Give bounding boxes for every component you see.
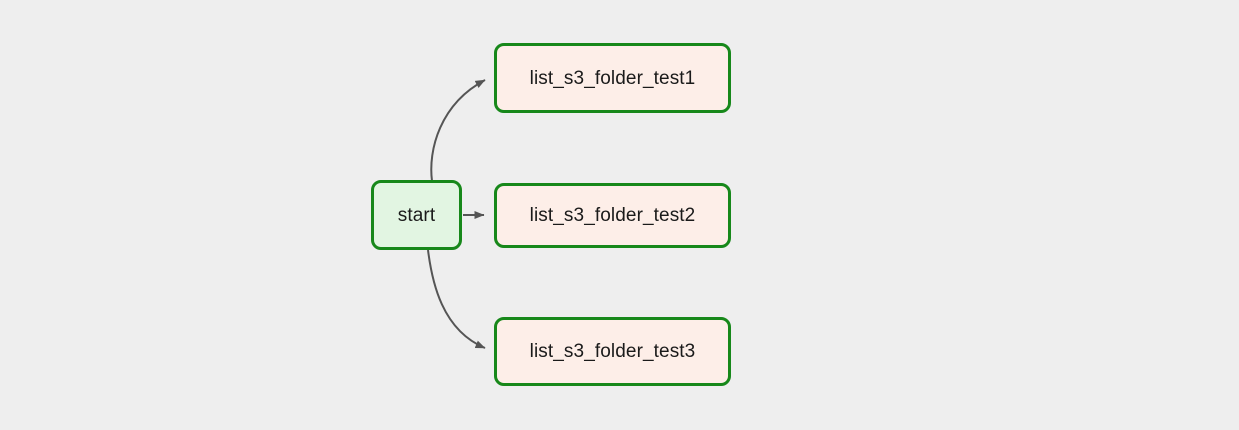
edge-start-to-task3: [427, 249, 486, 349]
node-start[interactable]: start: [371, 180, 462, 250]
node-list-s3-folder-test2[interactable]: list_s3_folder_test2: [494, 183, 731, 248]
node-list-s3-folder-test2-label: list_s3_folder_test2: [529, 205, 696, 226]
node-list-s3-folder-test3-label: list_s3_folder_test3: [529, 341, 696, 362]
edge-start-to-task1: [430, 79, 486, 182]
node-list-s3-folder-test3[interactable]: list_s3_folder_test3: [494, 317, 731, 386]
node-list-s3-folder-test1[interactable]: list_s3_folder_test1: [494, 43, 731, 113]
node-start-label: start: [397, 204, 436, 226]
node-list-s3-folder-test1-label: list_s3_folder_test1: [529, 67, 696, 89]
